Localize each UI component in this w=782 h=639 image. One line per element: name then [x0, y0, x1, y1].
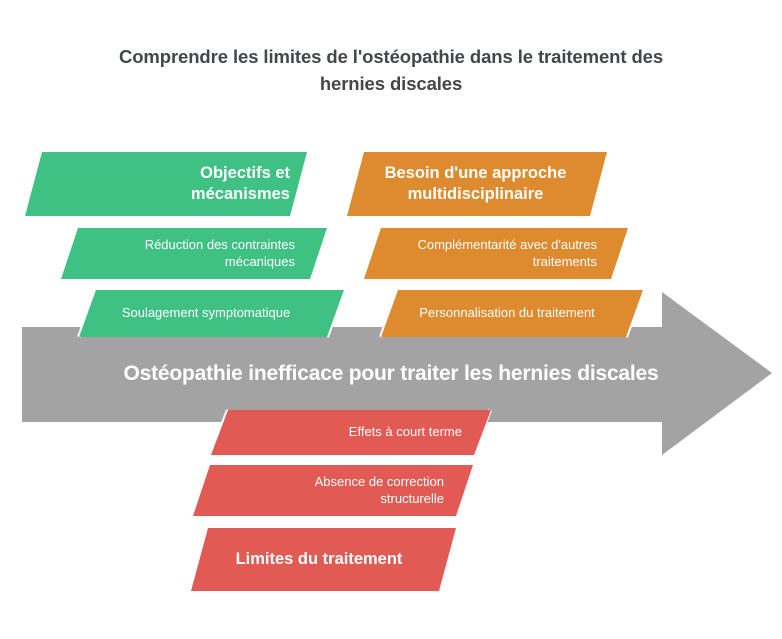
green-branch-shapes — [25, 152, 344, 337]
green-shape-3-overlay — [79, 290, 344, 337]
green-branch-shapes-overlay — [79, 290, 643, 337]
red-shape-2[interactable] — [193, 465, 473, 516]
orange-shape-2[interactable] — [364, 228, 628, 279]
green-shape-1[interactable] — [25, 152, 307, 216]
red-branch-shapes — [191, 410, 491, 591]
orange-shape-3-overlay — [381, 290, 643, 337]
page-title: Comprendre les limites de l'ostéopathie … — [60, 44, 722, 98]
red-shape-1[interactable] — [211, 410, 491, 455]
red-shape-3[interactable] — [191, 528, 456, 591]
page-title-line-1: Comprendre les limites de l'ostéopathie … — [118, 46, 664, 67]
green-shape-2[interactable] — [61, 228, 327, 279]
page-title-line-2: hernies discales — [319, 72, 463, 94]
orange-shape-1[interactable] — [347, 152, 607, 216]
